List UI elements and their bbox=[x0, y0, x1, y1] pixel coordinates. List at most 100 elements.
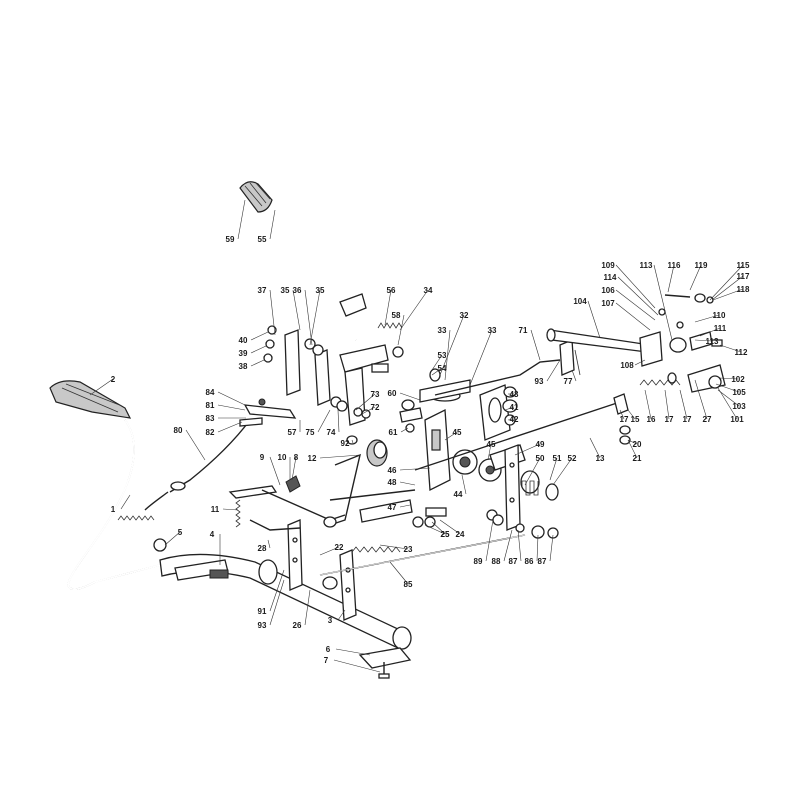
part-number-label: 13 bbox=[596, 454, 605, 463]
callout-leader-line bbox=[384, 289, 392, 326]
part-number-label: 74 bbox=[327, 428, 336, 437]
part-number-label: 118 bbox=[737, 285, 750, 294]
part-number-label: 89 bbox=[474, 557, 483, 566]
callout-leader-line bbox=[530, 329, 541, 361]
part-number-label: 22 bbox=[335, 543, 344, 552]
part-number-label: 88 bbox=[492, 557, 501, 566]
callout-leader-line bbox=[292, 289, 301, 331]
part-number-label: 112 bbox=[735, 348, 748, 357]
callout-leader-line bbox=[269, 456, 281, 486]
callout-leader-line bbox=[379, 544, 409, 550]
callout-leader-line bbox=[667, 264, 675, 293]
part-number-label: 116 bbox=[668, 261, 681, 270]
spring-23 bbox=[351, 546, 401, 553]
part-number-label: 107 bbox=[601, 299, 615, 308]
part-number-label: 103 bbox=[732, 402, 746, 411]
vertical-bracket-49 bbox=[412, 444, 559, 539]
part-number-label: 61 bbox=[389, 428, 398, 437]
part-number-label: 17 bbox=[620, 415, 629, 424]
callout-leader-line bbox=[399, 289, 429, 331]
callout-leader-line bbox=[399, 504, 411, 508]
part-number-label: 111 bbox=[714, 324, 727, 333]
callout-leader-line bbox=[237, 199, 246, 240]
callout-leader-line bbox=[719, 377, 739, 380]
callout-leader-line bbox=[644, 389, 652, 420]
main-shaft bbox=[153, 538, 412, 679]
rod-71 bbox=[434, 339, 581, 396]
callout-leader-line bbox=[717, 387, 738, 420]
callout-leader-line bbox=[359, 406, 376, 416]
part-number-label: 44 bbox=[454, 490, 463, 499]
part-number-label: 57 bbox=[288, 428, 297, 437]
part-number-label: 72 bbox=[371, 403, 380, 412]
part-number-label: 113 bbox=[706, 337, 719, 346]
callout-leader-line bbox=[304, 589, 311, 626]
spring-11 bbox=[235, 499, 241, 528]
part-number-label: 26 bbox=[293, 621, 302, 630]
hand-lever bbox=[239, 181, 367, 341]
callout-leader-line bbox=[503, 529, 513, 562]
callout-leader-line bbox=[634, 359, 646, 366]
part-number-label: 10 bbox=[278, 453, 287, 462]
part-number-label: 82 bbox=[206, 428, 215, 437]
callout-leader-line bbox=[617, 276, 659, 316]
callout-leader-line bbox=[589, 437, 601, 459]
part-number-label: 104 bbox=[573, 297, 587, 306]
callout-leader-line bbox=[269, 209, 276, 240]
part-number-label: 3 bbox=[328, 616, 333, 625]
part-number-label: 33 bbox=[488, 326, 497, 335]
part-number-label: 23 bbox=[404, 545, 413, 554]
part-number-label: 8 bbox=[294, 453, 299, 462]
part-number-label: 50 bbox=[536, 454, 545, 463]
part-number-label: 71 bbox=[519, 326, 528, 335]
callout-leaders bbox=[89, 199, 744, 673]
callout-leader-line bbox=[431, 367, 443, 376]
callout-leader-line bbox=[664, 389, 670, 420]
part-number-label: 101 bbox=[730, 415, 744, 424]
part-number-label: 110 bbox=[713, 311, 726, 320]
part-number-label: 117 bbox=[737, 272, 750, 281]
part-number-label: 47 bbox=[388, 503, 397, 512]
callout-leader-line bbox=[424, 524, 446, 535]
part-number-label: 81 bbox=[206, 401, 215, 410]
part-number-label: 53 bbox=[438, 351, 447, 360]
part-number-label: 115 bbox=[737, 261, 750, 270]
part-number-label: 87 bbox=[509, 557, 518, 566]
part-number-label: 87 bbox=[538, 557, 547, 566]
callout-leader-line bbox=[397, 314, 405, 346]
callout-leader-line bbox=[217, 391, 246, 406]
callout-leader-line bbox=[439, 519, 461, 535]
part-number-label: 16 bbox=[647, 415, 656, 424]
part-number-label: 106 bbox=[601, 286, 615, 295]
callout-leader-line bbox=[431, 521, 446, 535]
part-number-label: 52 bbox=[568, 454, 577, 463]
cylinder-12 bbox=[366, 439, 388, 467]
part-number-label: 54 bbox=[438, 364, 447, 373]
callout-leader-line bbox=[469, 329, 493, 386]
part-number-label: 17 bbox=[683, 415, 692, 424]
callout-leader-line bbox=[627, 409, 636, 420]
callout-leader-line bbox=[536, 534, 539, 562]
part-number-label: 42 bbox=[510, 415, 519, 424]
part-number-label: 41 bbox=[510, 403, 519, 412]
part-number-label: 92 bbox=[341, 439, 350, 448]
callout-leader-line bbox=[514, 443, 541, 456]
part-number-label: 113 bbox=[640, 261, 653, 270]
callout-leader-line bbox=[517, 529, 522, 562]
part-number-label: 51 bbox=[553, 454, 562, 463]
callout-leader-line bbox=[269, 579, 285, 626]
part-number-label: 91 bbox=[258, 607, 267, 616]
part-number-label: 55 bbox=[258, 235, 267, 244]
callout-leader-line bbox=[546, 359, 561, 382]
callout-leader-line bbox=[627, 439, 638, 445]
callout-leader-line bbox=[653, 264, 673, 341]
callout-leader-line bbox=[587, 300, 601, 339]
part-number-label: 24 bbox=[456, 530, 465, 539]
part-number-label: 25 bbox=[441, 530, 450, 539]
part-number-label: 93 bbox=[535, 377, 544, 386]
part-number-label: 17 bbox=[665, 415, 674, 424]
callout-leader-line bbox=[319, 546, 340, 556]
part-number-label: 5 bbox=[178, 528, 183, 537]
part-number-label: 83 bbox=[206, 414, 215, 423]
